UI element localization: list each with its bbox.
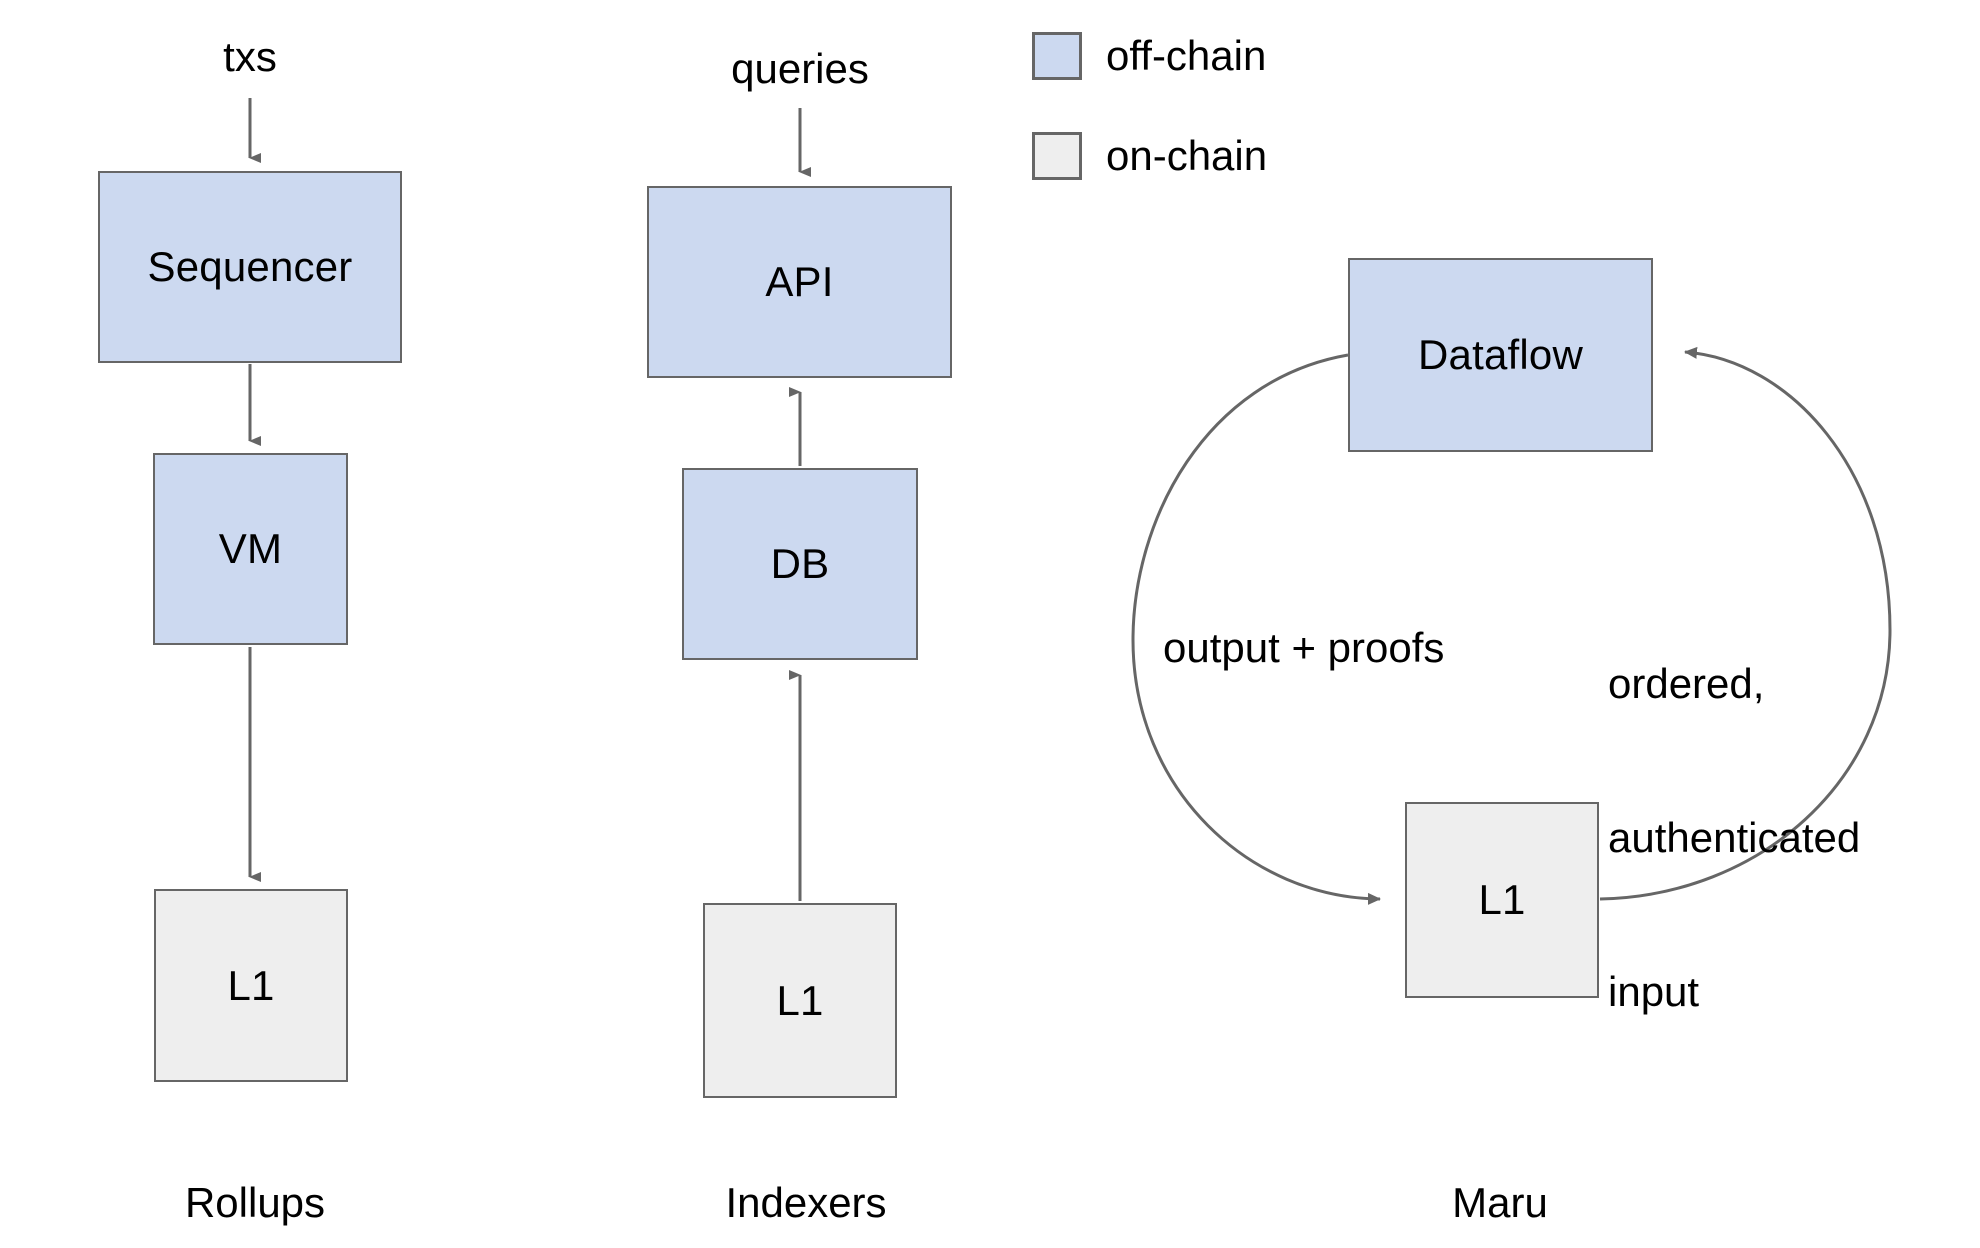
legend-label-offchain: off-chain [1106, 32, 1267, 79]
legend-item-offchain[interactable]: off-chain [1032, 32, 1267, 80]
edge-label-output-proofs: output + proofs [1163, 624, 1445, 671]
node-dataflow[interactable]: Dataflow [1348, 258, 1653, 452]
node-l1-maru-label: L1 [1478, 876, 1526, 923]
node-sequencer[interactable]: Sequencer [98, 171, 402, 363]
edge-label-line-ordered: ordered, [1608, 660, 1765, 708]
node-l1-indexers[interactable]: L1 [703, 903, 897, 1098]
node-api[interactable]: API [647, 186, 952, 378]
edge-label-line-input: input [1608, 967, 1700, 1015]
node-api-label: API [765, 258, 834, 305]
node-db[interactable]: DB [682, 468, 918, 660]
node-db-label: DB [770, 540, 830, 587]
caption-indexers: Indexers [725, 1179, 887, 1226]
edge-label-line-authenticated: authenticated [1608, 814, 1861, 862]
node-sequencer-label: Sequencer [147, 243, 353, 290]
legend: off-chain on-chain [1032, 32, 1267, 180]
legend-swatch-offchain-icon [1032, 32, 1082, 80]
legend-item-onchain[interactable]: on-chain [1032, 132, 1267, 180]
node-l1-rollups-label: L1 [227, 961, 275, 1009]
caption-rollups: Rollups [184, 1179, 326, 1226]
legend-swatch-onchain-icon [1032, 132, 1082, 180]
node-l1-rollups[interactable]: L1 [154, 889, 348, 1082]
node-vm-label: VM [218, 525, 283, 572]
edge-label-ordered-input: ordered, authenticated input [1608, 556, 1860, 1120]
label-txs: txs [223, 33, 277, 80]
label-queries: queries [731, 45, 869, 92]
legend-label-onchain: on-chain [1106, 132, 1268, 179]
node-dataflow-label: Dataflow [1417, 331, 1583, 378]
node-l1-maru[interactable]: L1 [1405, 802, 1599, 998]
caption-maru: Maru [1452, 1179, 1548, 1226]
node-l1-indexers-label: L1 [776, 976, 824, 1024]
node-vm[interactable]: VM [153, 453, 348, 645]
